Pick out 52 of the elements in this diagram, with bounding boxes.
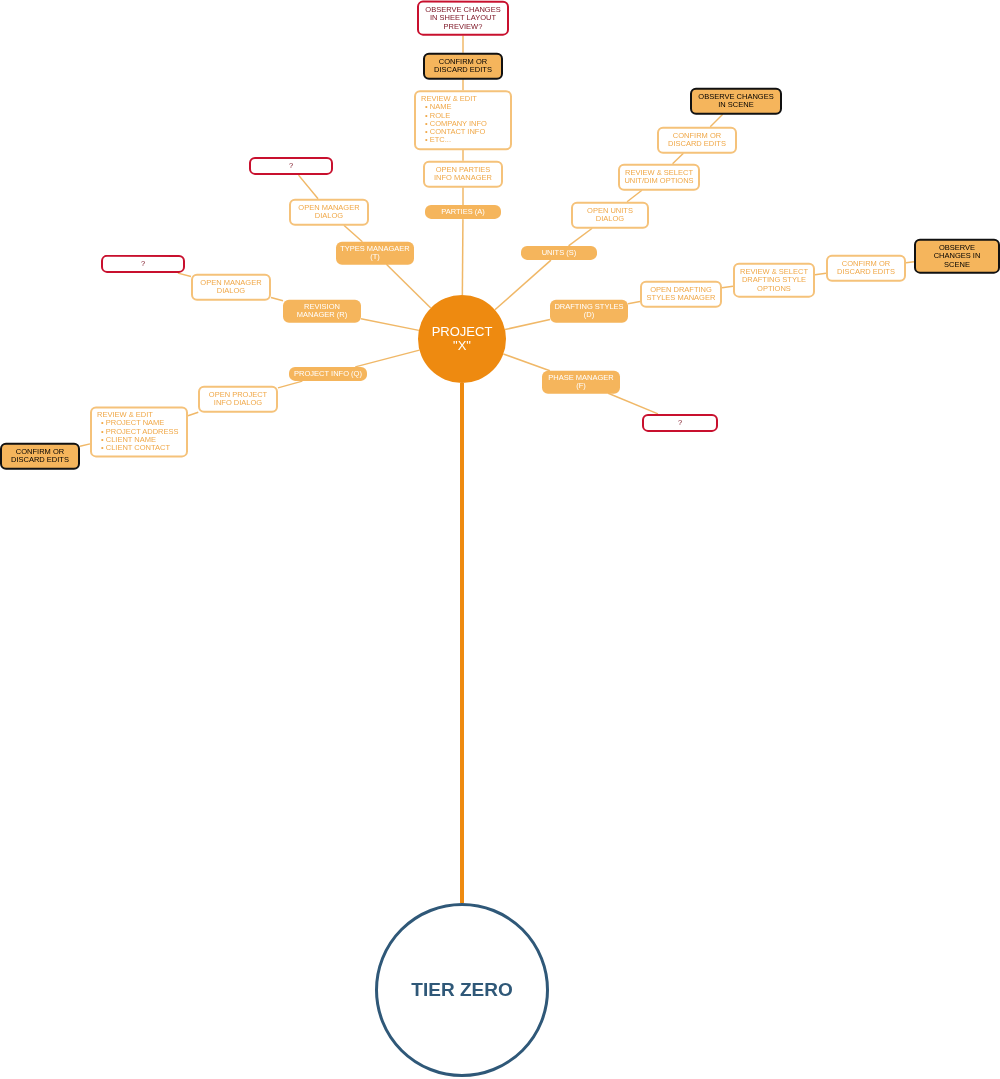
- step-box: [571, 201, 649, 229]
- connector-line: [270, 296, 284, 302]
- node-label: PROJECT "X": [430, 324, 494, 354]
- connector-line: [177, 272, 192, 278]
- connector-line: [626, 189, 643, 203]
- connector-line: [460, 383, 464, 903]
- step-box: [414, 90, 512, 150]
- action-box: [690, 87, 782, 115]
- connector-line: [385, 263, 432, 309]
- connector-line: [343, 224, 364, 243]
- connector-line: [187, 411, 199, 417]
- connector-line: [607, 392, 659, 415]
- category-box: [521, 245, 597, 261]
- connector-line: [502, 353, 551, 372]
- question-box: [101, 254, 185, 274]
- connector-line: [461, 218, 464, 296]
- step-box: [826, 254, 906, 282]
- action-box: [423, 52, 503, 80]
- connector-line: [462, 34, 464, 54]
- step-box: [289, 198, 369, 226]
- action-box: [914, 238, 1000, 274]
- step-box: [423, 160, 503, 188]
- step-box: [198, 385, 278, 413]
- connector-line: [709, 113, 724, 128]
- category-box: [289, 366, 367, 382]
- connector-line: [462, 78, 464, 91]
- category-box: [425, 204, 501, 220]
- connector-line: [277, 380, 304, 389]
- connector-line: [462, 186, 464, 206]
- connector-line: [354, 349, 421, 368]
- category-box: [283, 299, 361, 323]
- connector-line: [79, 443, 91, 448]
- connector-line: [905, 260, 915, 264]
- connector-line: [360, 318, 420, 332]
- step-box: [640, 280, 722, 308]
- step-box: [618, 163, 700, 191]
- step-box: [191, 273, 271, 301]
- connector-line: [721, 285, 734, 289]
- question-box: [249, 156, 333, 176]
- step-box: [90, 406, 188, 458]
- connector-line: [297, 174, 319, 200]
- category-box: [542, 370, 620, 394]
- step-box: [657, 126, 737, 154]
- action-box: [0, 442, 80, 470]
- node-label: TIER ZERO: [411, 977, 513, 1002]
- connector-line: [504, 318, 551, 331]
- connector-line: [494, 259, 552, 311]
- step-box: [733, 262, 815, 298]
- question-box: [417, 0, 509, 36]
- connector-line: [627, 300, 641, 305]
- question-box: [642, 413, 718, 433]
- connector-line: [462, 149, 464, 162]
